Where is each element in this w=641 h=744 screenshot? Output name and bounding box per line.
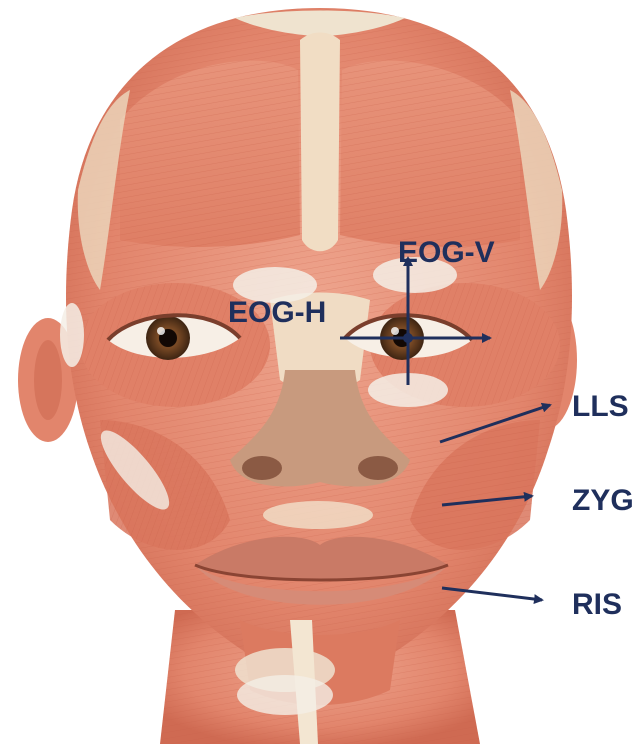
label-zyg: ZYG <box>572 484 634 517</box>
eye-center-marker <box>403 333 413 343</box>
label-ris: RIS <box>572 588 622 621</box>
label-eog-v: EOG-V <box>398 236 495 269</box>
head-illustration <box>18 8 577 744</box>
electrode-chin <box>237 675 333 715</box>
label-eog-h: EOG-H <box>228 296 326 329</box>
galea-tendon <box>300 33 340 252</box>
electrode-eog-h-left <box>60 303 84 367</box>
label-lls: LLS <box>572 390 629 423</box>
